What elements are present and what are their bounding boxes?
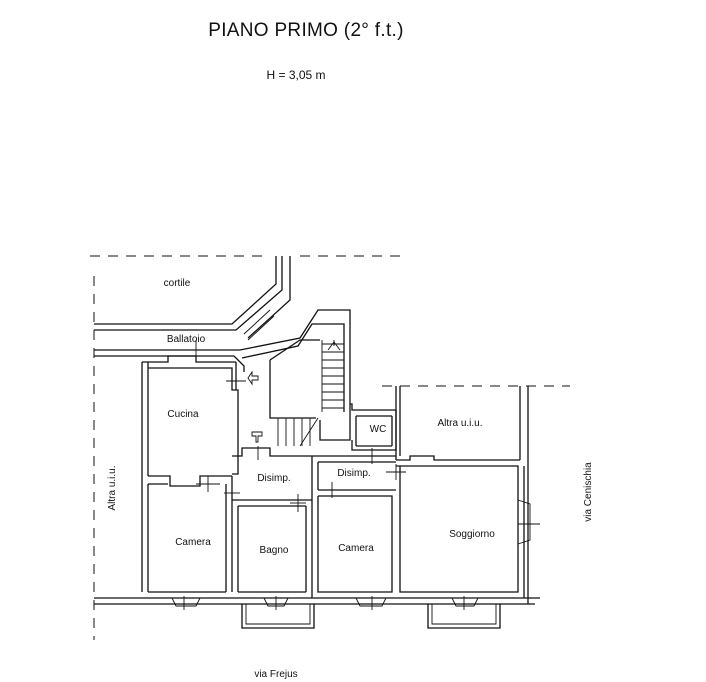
label-camera-1: Camera	[175, 537, 211, 548]
balconies	[241, 604, 501, 629]
main-walls	[94, 355, 540, 605]
entry-arrows	[247, 370, 263, 443]
stairwell	[239, 309, 351, 447]
plan-title: PIANO PRIMO (2° f.t.)	[208, 20, 404, 41]
label-cucina: Cucina	[167, 409, 199, 420]
label-bagno: Bagno	[260, 545, 289, 556]
label-altra-uiu-right: Altra u.i.u.	[437, 418, 482, 429]
label-disimp-1: Disimp.	[257, 473, 290, 484]
label-altra-uiu-left: Altra u.i.u.	[107, 465, 118, 510]
label-disimp-2: Disimp.	[337, 468, 370, 479]
windows	[171, 597, 479, 607]
label-wc: WC	[370, 424, 387, 435]
label-camera-2: Camera	[338, 543, 374, 554]
label-via-cenischia: via Cenischia	[583, 462, 594, 522]
courtyard-walls	[94, 256, 291, 341]
label-soggiorno: Soggiorno	[449, 529, 495, 540]
ballatoio-walls	[94, 349, 245, 372]
label-ballatoio: Ballatoio	[167, 334, 206, 345]
door-markers	[183, 340, 540, 610]
label-via-frejus: via Frejus	[254, 669, 297, 680]
label-cortile: cortile	[164, 278, 191, 289]
room-labels: cortile Ballatoio Cucina WC Altra u.i.u.…	[107, 278, 594, 680]
boundary-dashes	[90, 255, 570, 640]
ceiling-height-note: H = 3,05 m	[266, 68, 326, 82]
